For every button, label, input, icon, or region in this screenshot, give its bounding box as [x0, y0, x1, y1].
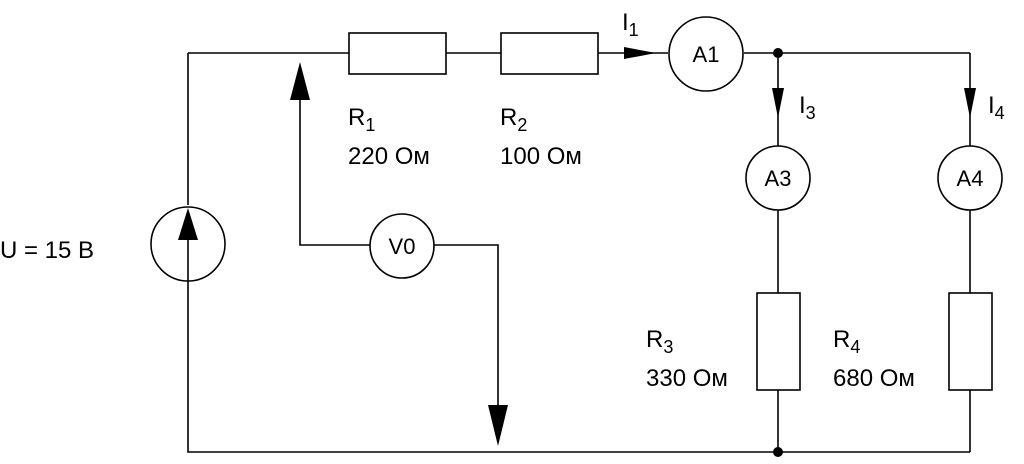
resistor-r4 [948, 292, 993, 391]
current-i4-arrow-icon [964, 88, 976, 118]
voltmeter-up-arrow-icon [290, 62, 310, 100]
junction-dot-bottom [773, 447, 783, 457]
current-i1-label: I1 [622, 9, 639, 40]
r1-name: R1 [348, 104, 375, 135]
source-arrow-icon [178, 208, 198, 240]
voltmeter-probe-right [434, 244, 499, 420]
current-i3-arrow-icon [772, 88, 784, 118]
ammeter-a4: A4 [937, 145, 1003, 211]
ammeter-a3: A3 [745, 145, 811, 211]
resistor-r1 [348, 32, 447, 75]
current-i1-arrow-icon [624, 47, 656, 59]
r3-name: R3 [646, 326, 673, 357]
voltage-source [150, 206, 226, 283]
resistor-r3 [756, 292, 801, 391]
r1-value: 220 Ом [348, 143, 430, 170]
voltmeter-v0: V0 [369, 213, 435, 279]
ammeter-a4-label: A4 [957, 166, 984, 191]
wires [187, 52, 971, 453]
current-i4-label: I4 [988, 92, 1005, 123]
wire-bottom [187, 283, 970, 453]
r4-value: 680 Ом [833, 365, 915, 392]
voltmeter-v0-label: V0 [389, 234, 416, 259]
voltmeter-down-arrow-icon [488, 405, 508, 446]
ammeter-a3-label: A3 [765, 166, 792, 191]
r4-name: R4 [833, 326, 860, 357]
resistor-r2 [500, 32, 599, 75]
r3-value: 330 Ом [646, 365, 728, 392]
r2-name: R2 [500, 104, 527, 135]
ammeter-a1: A1 [668, 16, 744, 92]
junction-dot-top [773, 48, 783, 58]
r2-value: 100 Ом [500, 143, 582, 170]
source-label: U = 15 В [0, 237, 94, 264]
current-i3-label: I3 [799, 92, 816, 123]
ammeter-a1-label: A1 [693, 42, 720, 67]
voltmeter-probe-left [299, 95, 370, 246]
